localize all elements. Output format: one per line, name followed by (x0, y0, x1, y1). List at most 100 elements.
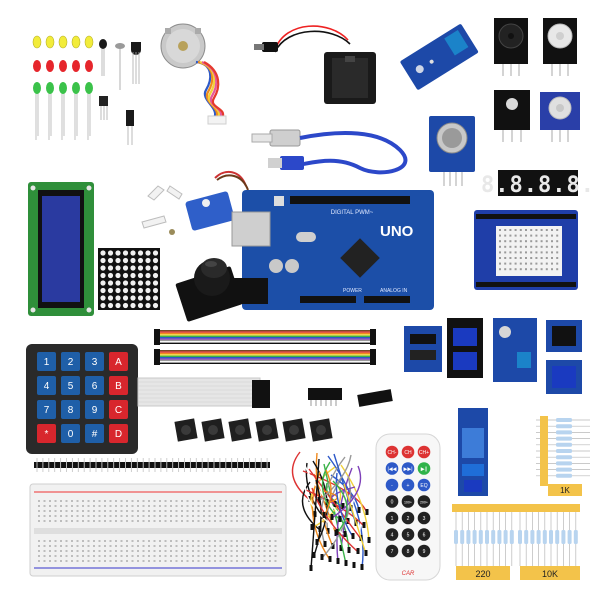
keypad-key-1[interactable]: 1 (37, 352, 56, 371)
keypad-key-5[interactable]: 5 (61, 376, 80, 395)
shield-hole (556, 240, 559, 243)
keypad-key-*[interactable]: * (37, 424, 56, 443)
keypad-key-6[interactable]: 6 (85, 376, 104, 395)
remote-button[interactable]: EQ (417, 478, 431, 492)
shift-register-chip-2 (357, 389, 393, 407)
remote-button[interactable]: 5 (401, 528, 415, 541)
bb-hole (219, 510, 222, 512)
remote-button[interactable]: 9 (417, 544, 431, 558)
resistor-body (555, 530, 560, 544)
shield-hole (551, 257, 553, 259)
remote-button[interactable]: 4 (385, 528, 399, 541)
matrix-dot (122, 295, 129, 301)
bb-hole (38, 545, 40, 547)
bb-hole (76, 560, 79, 562)
bb-hole (192, 560, 194, 562)
bb-hole (247, 545, 249, 547)
shield-hole (540, 251, 543, 254)
remote-button[interactable]: ▶|| (417, 462, 431, 475)
shield-hole (504, 257, 507, 259)
bb-hole (164, 515, 167, 517)
jumper-tip (309, 565, 313, 571)
keypad-key-7[interactable]: 7 (37, 400, 56, 419)
shield-hole (530, 268, 533, 271)
bb-hole (93, 540, 95, 542)
bb-hole (269, 555, 271, 557)
remote-button[interactable]: 100+ (401, 495, 415, 508)
shift-register-chip-1 (308, 388, 342, 406)
shield-hole (556, 257, 559, 259)
remote-button[interactable]: 0 (385, 495, 399, 508)
bb-hole (82, 550, 84, 552)
remote-button[interactable]: - (385, 478, 399, 492)
keypad-key-0[interactable]: 0 (61, 424, 80, 443)
shield-hole (509, 268, 512, 271)
remote-button[interactable]: CH- (385, 445, 399, 459)
remote-button[interactable]: |◀◀ (385, 462, 399, 475)
bb-hole (208, 515, 211, 517)
remote-button[interactable]: ▶▶| (401, 462, 415, 475)
bb-hole (38, 550, 40, 552)
keypad-key-#[interactable]: # (85, 424, 104, 443)
ribbon-connector (154, 329, 160, 345)
bb-hole (115, 520, 117, 522)
remote-button[interactable]: CH+ (417, 445, 431, 459)
remote-button[interactable]: 8 (401, 544, 415, 558)
jumper-tip (365, 509, 369, 515)
bb-hole (131, 545, 134, 547)
bb-hole (181, 500, 183, 502)
keypad-key-3[interactable]: 3 (85, 352, 104, 371)
bb-hole (126, 545, 128, 547)
remote-button[interactable]: + (401, 478, 415, 492)
remote-button[interactable]: 3 (417, 511, 431, 525)
bb-hole (181, 510, 183, 512)
uno-silk-analog: ANALOG IN (380, 288, 408, 294)
keypad-key-8[interactable]: 8 (61, 400, 80, 419)
shield-hole (499, 262, 501, 265)
remote-button[interactable]: 6 (417, 528, 431, 541)
bb-hole (225, 545, 227, 547)
bb-hole (203, 510, 205, 512)
remote-button[interactable]: 7 (385, 544, 399, 558)
bb-hole (54, 510, 57, 512)
resistor-body (472, 530, 477, 544)
bb-hole (258, 540, 260, 542)
remote-button[interactable]: 1 (385, 511, 399, 525)
shield-hole (525, 234, 527, 237)
bb-hole (76, 515, 79, 517)
bb-hole (236, 550, 238, 552)
jumper-wire (343, 483, 367, 555)
bb-hole (60, 505, 62, 507)
remote-button-label: ▶|| (421, 467, 427, 473)
bb-hole (203, 505, 205, 507)
bb-hole (274, 515, 277, 517)
keypad-key-B[interactable]: B (109, 376, 128, 395)
bb-hole (115, 555, 117, 557)
bb-hole (175, 510, 178, 512)
matrix-dot (145, 272, 151, 279)
bb-hole (258, 520, 260, 522)
ribbon-connector (154, 349, 160, 365)
resistor-body (460, 530, 465, 544)
keypad-key-D[interactable]: D (109, 424, 128, 443)
bb-hole (126, 540, 128, 542)
bb-hole (208, 540, 211, 542)
keypad-key-C[interactable]: C (109, 400, 128, 419)
shield-hole (530, 240, 533, 243)
keypad-key-A[interactable]: A (109, 352, 128, 371)
remote-button[interactable]: 200+ (417, 495, 431, 508)
keypad-key-9[interactable]: 9 (85, 400, 104, 419)
keypad-key-4[interactable]: 4 (37, 376, 56, 395)
shield-hole (514, 234, 517, 237)
keypad-key-2[interactable]: 2 (61, 352, 80, 371)
remote-button[interactable]: 2 (401, 511, 415, 525)
bb-hole (126, 500, 128, 502)
bb-hole (263, 500, 266, 502)
bb-hole (109, 500, 112, 502)
remote-button[interactable]: CH (401, 445, 415, 459)
bb-hole (181, 545, 183, 547)
matrix-dot (107, 287, 114, 294)
bb-hole (131, 550, 134, 552)
bb-hole (159, 515, 161, 517)
bb-hole (230, 550, 233, 552)
